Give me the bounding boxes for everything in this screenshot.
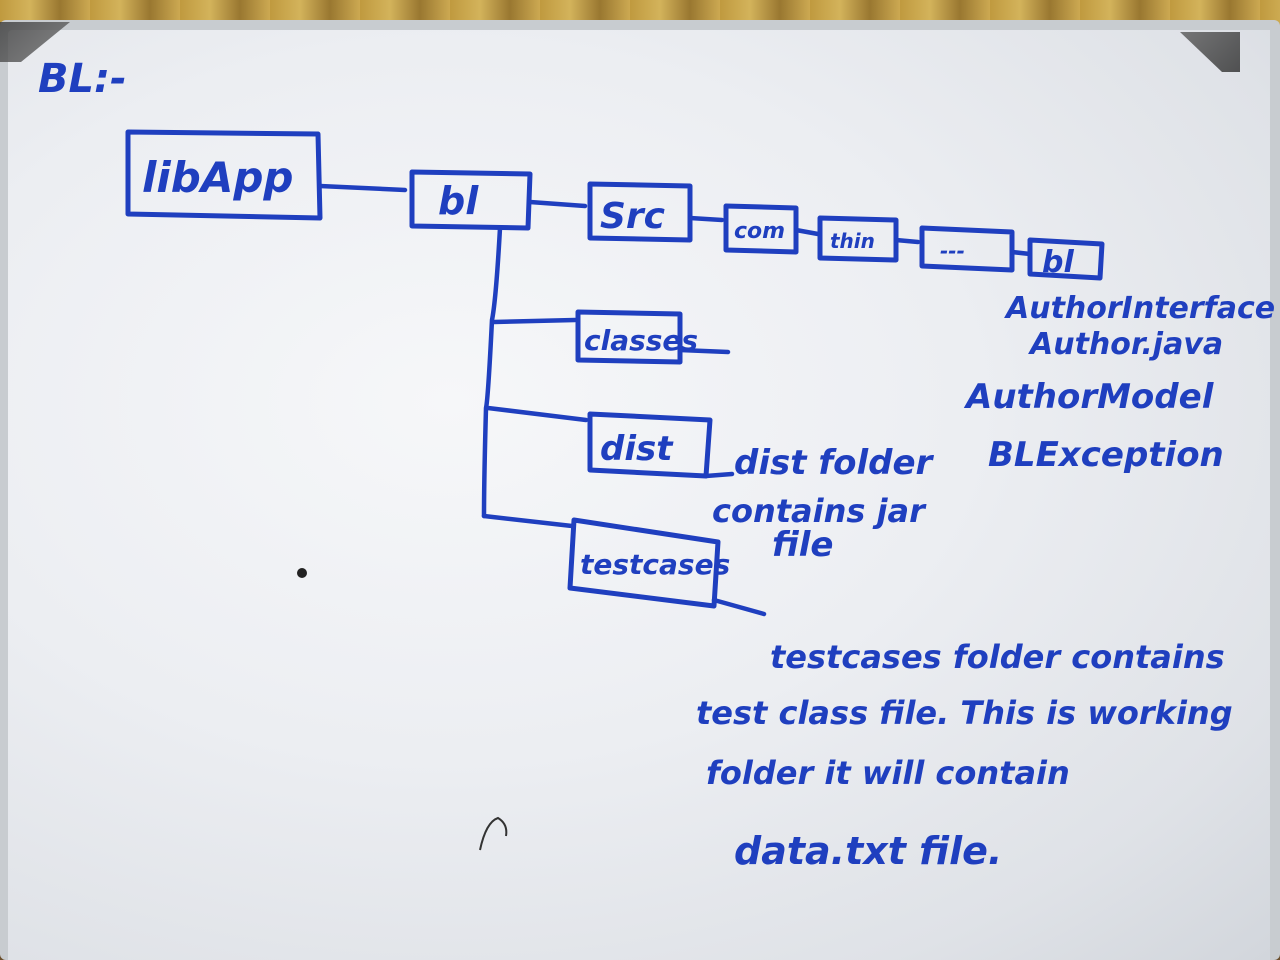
thin-label: thin: [830, 229, 875, 253]
dist-tail-line: [703, 471, 735, 479]
package-label: ---: [940, 239, 965, 263]
heading-text: BL:-: [38, 56, 127, 102]
connector-libapp-bl: [317, 183, 408, 193]
connector-bl-dist: [485, 405, 589, 423]
file-author-interface: AuthorInterface: [1004, 291, 1275, 326]
libapp-label: libApp: [142, 153, 294, 202]
classes-tail-line: [677, 347, 731, 355]
connector-bl-classes: [491, 317, 578, 325]
testcases-tail-line: [711, 597, 767, 617]
thin-box: [817, 215, 899, 263]
connector-src-com: [687, 215, 725, 223]
marker-dot: [297, 568, 307, 578]
file-author-model: AuthorModel: [963, 377, 1215, 417]
bl-vertical-trunk: [481, 225, 503, 519]
connector-bl-testcases: [481, 513, 575, 529]
testcases-note-line-2: test class file. This is working: [696, 694, 1233, 732]
src-label: Src: [600, 196, 665, 237]
file-author-java: Author.java: [1028, 327, 1223, 362]
connector-thin-pkg: [893, 237, 921, 245]
connector-pkg-blpkg: [1009, 249, 1033, 257]
com-label: com: [734, 219, 785, 244]
com-box: [723, 203, 799, 255]
testcases-label: testcases: [580, 548, 730, 581]
src-box: [587, 181, 693, 243]
bl-box: [409, 169, 533, 231]
connector-bl-src: [527, 199, 588, 209]
testcases-box: [567, 517, 721, 609]
bl-package-label: bl: [1042, 245, 1074, 280]
dist-note-line-2: contains jar: [712, 492, 927, 530]
bl-package-box: [1027, 237, 1105, 281]
dist-note-line-3: file: [772, 525, 833, 565]
testcases-note-line-3: folder it will contain: [706, 754, 1070, 792]
connector-com-thin: [793, 227, 821, 237]
dist-label: dist: [600, 429, 674, 469]
dist-note-line-1: dist folder: [734, 443, 935, 483]
bl-label: bl: [438, 179, 479, 223]
libapp-box: [125, 129, 323, 221]
marker-scribble: [479, 816, 508, 851]
package-box: [919, 225, 1015, 273]
file-bl-exception: BLException: [988, 435, 1224, 475]
testcases-note-line-4: data.txt file.: [734, 829, 1002, 873]
classes-box: [575, 309, 683, 365]
testcases-note-line-1: testcases folder contains: [770, 638, 1225, 676]
